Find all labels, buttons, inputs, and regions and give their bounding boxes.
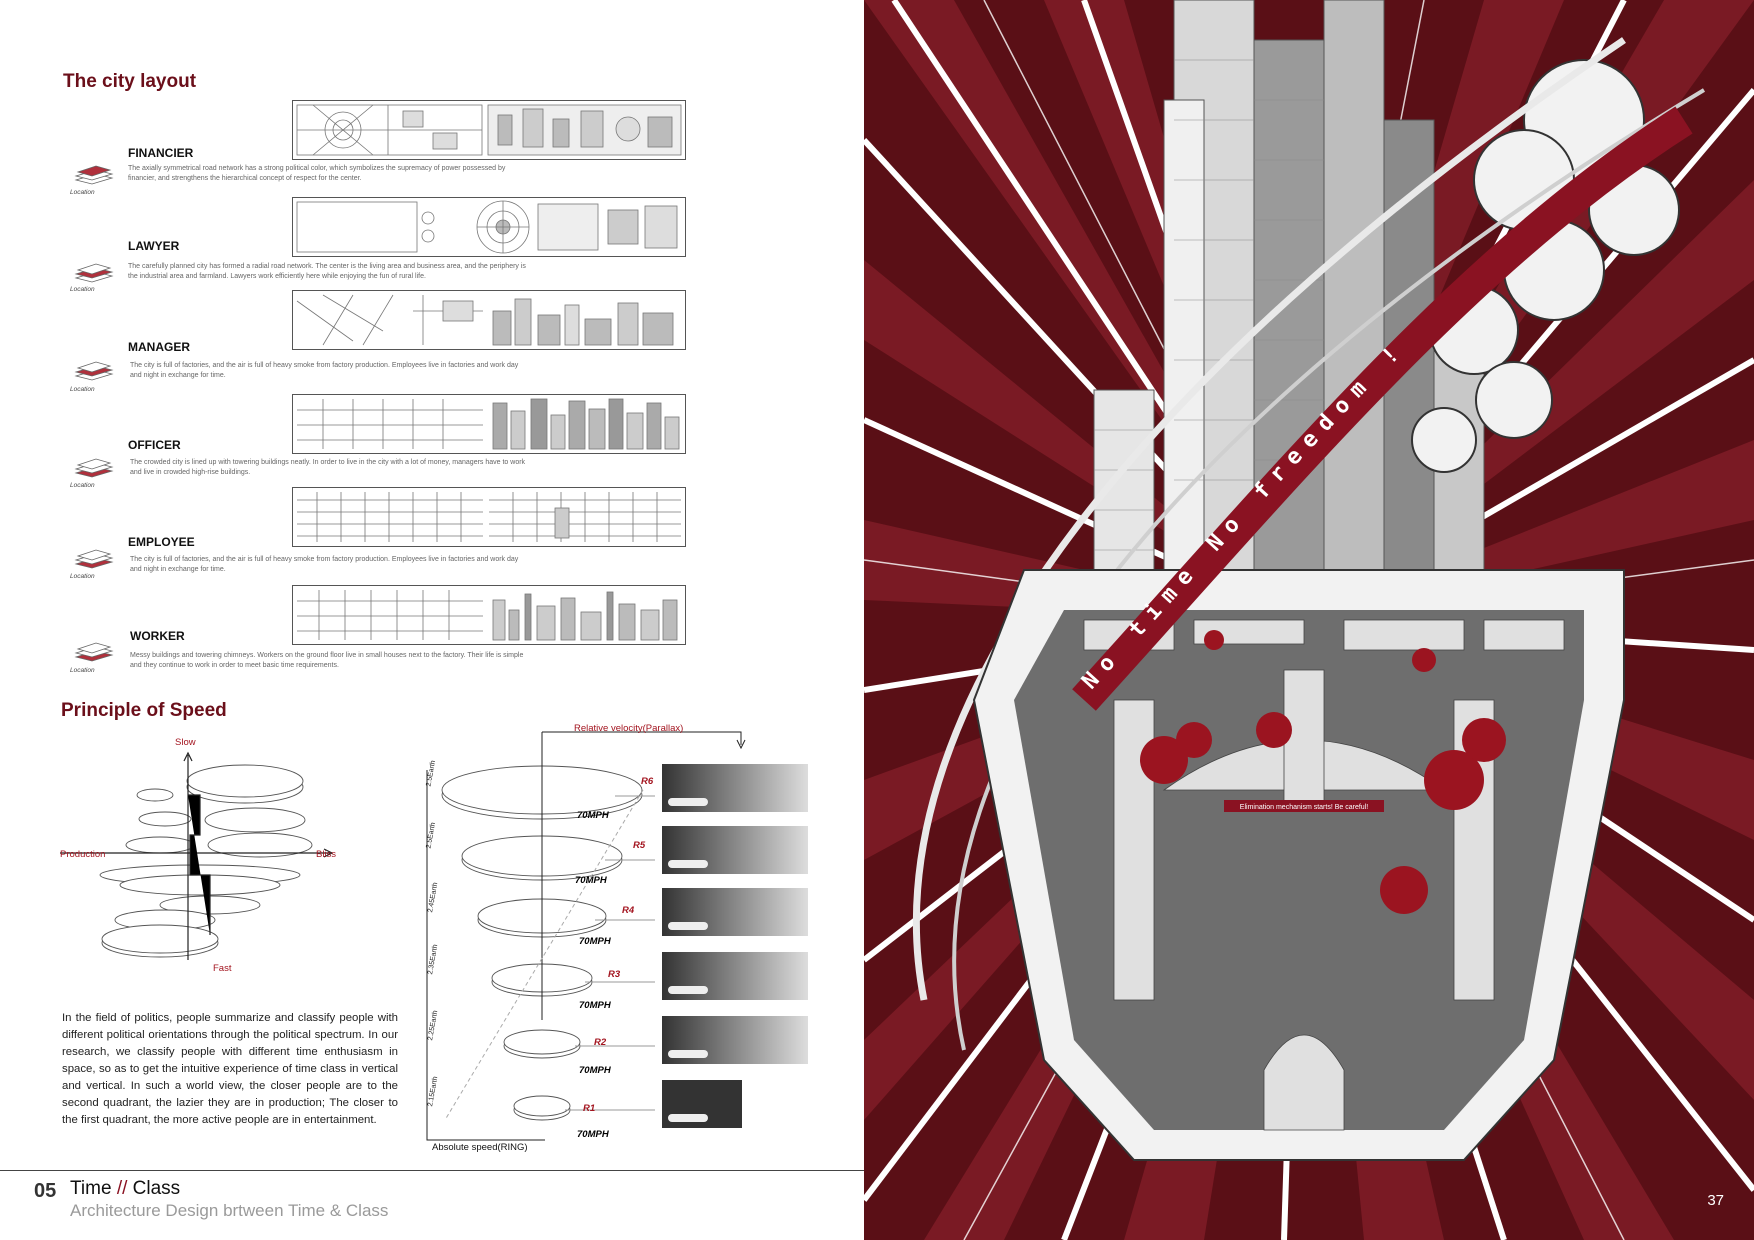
- ring-label: R1: [583, 1103, 596, 1114]
- location-icon: [72, 162, 116, 186]
- ring-label: R2: [594, 1037, 607, 1048]
- ring-label: R3: [608, 969, 621, 980]
- location-label: Location: [70, 482, 95, 489]
- city-layout-title: The city layout: [63, 71, 197, 92]
- location-label: Location: [70, 573, 95, 580]
- ring-label: R6: [641, 776, 654, 787]
- chapter-subtitle: Architecture Design brtween Time & Class: [70, 1201, 389, 1220]
- warning-sign: Elimination mechanism starts! Be careful…: [1240, 804, 1368, 811]
- class-name: MANAGER: [128, 340, 190, 354]
- ring-speed-diagram: [426, 731, 746, 1141]
- officer-plan-strip: [292, 394, 686, 454]
- quadrant-diagram: [60, 751, 334, 960]
- axis-bliss: Bliss: [316, 849, 337, 860]
- footer-divider: [0, 1170, 864, 1171]
- ring-speed: 70MPH: [577, 1129, 609, 1140]
- class-description: The axially symmetrical road network has…: [128, 165, 506, 182]
- ring-speed: 70MPH: [579, 1000, 611, 1011]
- axis-production: Production: [60, 849, 106, 860]
- chapter-title-b: Class: [132, 1178, 181, 1199]
- parallax-photo-strips: [662, 764, 808, 1128]
- absolute-speed-label: Absolute speed(RING): [432, 1142, 528, 1153]
- ring-speed: 70MPH: [577, 810, 609, 821]
- class-description: Messy buildings and towering chimneys. W…: [130, 652, 524, 669]
- location-icon: [72, 358, 116, 382]
- page-number: 37: [1707, 1192, 1724, 1209]
- chapter-title-slashes: //: [116, 1178, 128, 1199]
- chapter-title-a: Time: [70, 1178, 112, 1199]
- location-label: Location: [70, 667, 95, 674]
- class-name: EMPLOYEE: [128, 535, 195, 549]
- class-name: LAWYER: [128, 239, 180, 253]
- axis-fast: Fast: [213, 963, 232, 974]
- left-page: The city layout: [0, 0, 864, 1240]
- speed-title: Principle of Speed: [61, 700, 227, 721]
- lawyer-plan-strip: [292, 197, 686, 257]
- location-icon: [72, 546, 116, 570]
- speed-paragraph: In the field of politics, people summari…: [62, 1012, 398, 1126]
- class-name: OFFICER: [128, 438, 181, 452]
- chapter-number: 05: [34, 1180, 57, 1202]
- worker-plan-strip: [292, 585, 686, 645]
- ring-label: R4: [622, 905, 635, 916]
- poster-panel: Elimination mechanism starts! Be careful…: [864, 0, 1754, 1240]
- employee-plan-strip: [292, 487, 686, 547]
- class-description: The crowded city is lined up with toweri…: [130, 459, 526, 476]
- chapter-title: Time // Class: [70, 1178, 180, 1200]
- ring-speed: 70MPH: [579, 1065, 611, 1076]
- location-icon: [72, 260, 116, 284]
- location-label: Location: [70, 189, 95, 196]
- class-description: The city is full of factories, and the a…: [130, 362, 519, 379]
- ring-label: R5: [633, 840, 646, 851]
- location-icon: [72, 639, 116, 663]
- location-icon: [72, 455, 116, 479]
- manager-plan-strip: [292, 290, 686, 350]
- class-description: The city is full of factories, and the a…: [130, 556, 519, 573]
- class-name: WORKER: [130, 629, 185, 643]
- financier-plan-strip: [292, 100, 686, 160]
- location-label: Location: [70, 386, 95, 393]
- ring-speed: 70MPH: [575, 875, 607, 886]
- ring-speed: 70MPH: [579, 936, 611, 947]
- axis-slow: Slow: [175, 737, 196, 748]
- poster-illustration: Elimination mechanism starts! Be careful…: [864, 0, 1754, 1240]
- class-name: FINANCIER: [128, 146, 194, 160]
- class-description: The carefully planned city has formed a …: [128, 263, 526, 280]
- relative-velocity-label: Relative velocity(Parallax): [574, 723, 684, 734]
- location-label: Location: [70, 286, 95, 293]
